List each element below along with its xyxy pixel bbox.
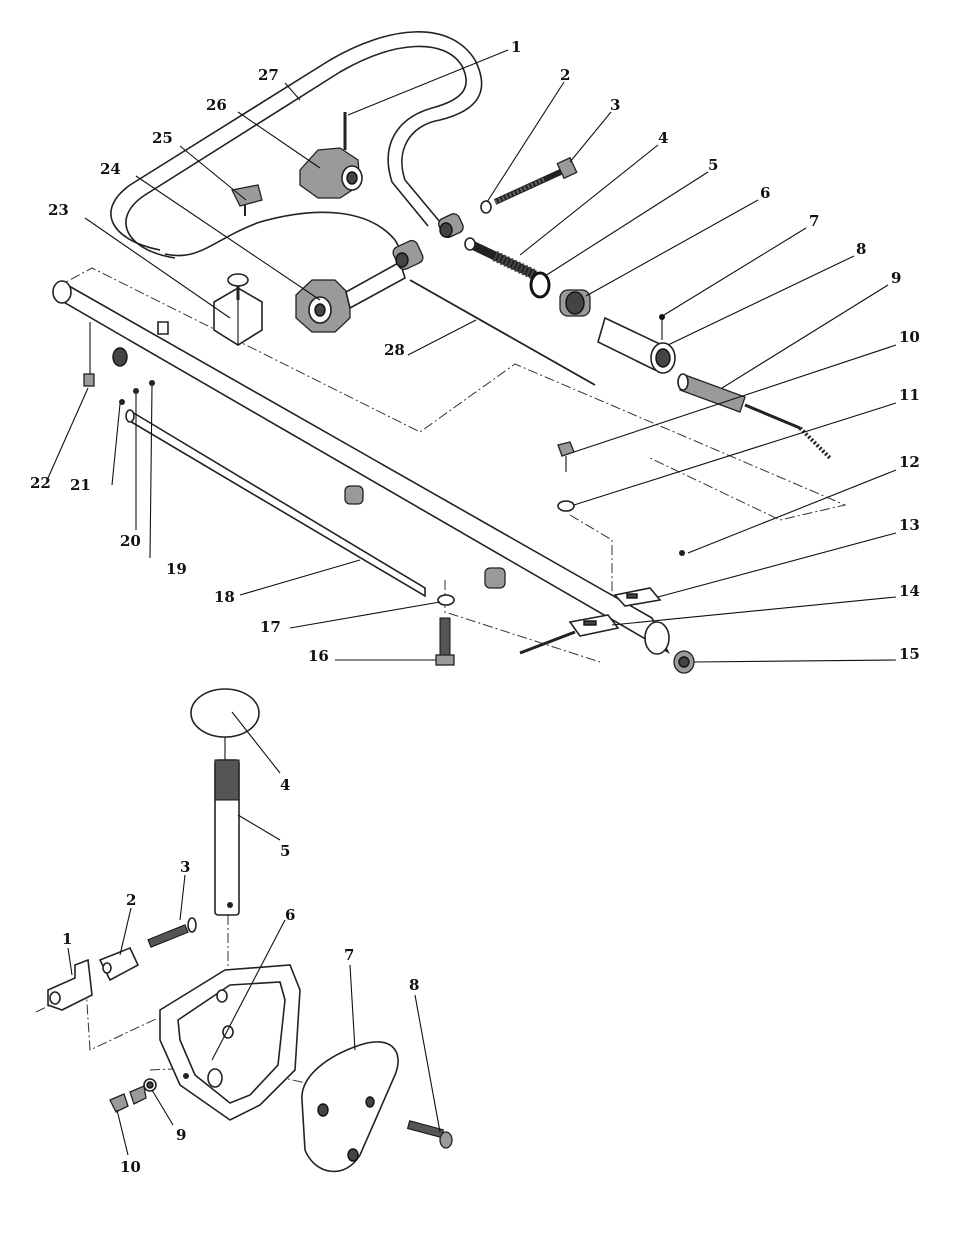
callout-top-28: 28 xyxy=(384,341,405,359)
callout-bottom-10: 10 xyxy=(120,1158,141,1176)
callout-top-17: 17 xyxy=(260,618,281,636)
part-24-star-knob xyxy=(296,262,405,332)
part-26-star-knob xyxy=(300,148,362,198)
callout-top-13: 13 xyxy=(899,516,920,534)
callout-top-3: 3 xyxy=(610,96,620,114)
callout-top-14: 14 xyxy=(899,582,920,600)
part-2-clamp xyxy=(100,948,138,980)
part-8-screw xyxy=(408,1121,452,1148)
callout-top-4: 4 xyxy=(658,129,668,147)
part-7-plate xyxy=(302,1042,398,1172)
part-22-screw xyxy=(84,322,94,386)
callout-bottom-1: 1 xyxy=(62,930,72,948)
callout-top-23: 23 xyxy=(48,201,69,219)
part-9-threaded-rod xyxy=(678,374,830,458)
part-19-pin xyxy=(149,380,155,386)
part-5-snap-ring xyxy=(531,273,549,297)
callout-top-12: 12 xyxy=(899,453,920,471)
part-17-washer xyxy=(438,595,454,605)
main-frame-tube xyxy=(53,281,669,654)
callout-bottom-5: 5 xyxy=(280,842,290,860)
part-3-bolt xyxy=(495,158,577,202)
part-6-seat-frame xyxy=(160,965,300,1120)
callout-top-22: 22 xyxy=(30,474,51,492)
callout-top-21: 21 xyxy=(70,476,91,494)
callout-bottom-7: 7 xyxy=(344,946,354,964)
callout-top-18: 18 xyxy=(214,588,235,606)
part-8-sleeve xyxy=(598,318,675,373)
callout-top-11: 11 xyxy=(899,386,920,404)
part-4-screw-shaft xyxy=(465,238,535,275)
part-12-pin xyxy=(679,550,685,556)
callout-top-15: 15 xyxy=(899,645,920,663)
part-2-collar xyxy=(437,212,465,239)
part-10-nut xyxy=(558,442,574,472)
bottom-assembly: 1 2 3 4 5 6 7 8 9 10 xyxy=(36,689,452,1176)
callout-top-25: 25 xyxy=(152,129,173,147)
callout-top-6: 6 xyxy=(760,184,770,202)
callout-top-27: 27 xyxy=(258,66,279,84)
part-2-ring xyxy=(481,201,491,213)
callout-top-24: 24 xyxy=(100,160,121,178)
top-assembly: 1 2 3 4 5 6 7 8 9 10 11 12 13 14 15 16 1… xyxy=(30,32,920,673)
callout-top-2: 2 xyxy=(560,66,570,84)
part-3-bolt xyxy=(148,918,196,947)
part-4-knob xyxy=(191,689,259,760)
part-5-shaft xyxy=(215,760,239,915)
part-23-seat-mechanism xyxy=(214,274,262,345)
part-16-bolt xyxy=(436,618,454,665)
part-20-pin xyxy=(133,388,139,394)
part-10-nut xyxy=(110,1086,146,1112)
callout-top-20: 20 xyxy=(120,532,141,550)
part-1-block xyxy=(48,960,92,1010)
callout-top-10: 10 xyxy=(899,328,920,346)
part-13-plate xyxy=(615,588,660,606)
part-14-plate xyxy=(520,615,618,653)
callout-bottom-3: 3 xyxy=(180,858,190,876)
callout-bottom-4: 4 xyxy=(280,776,290,794)
callout-top-19: 19 xyxy=(166,560,187,578)
part-9-washer xyxy=(144,1079,156,1091)
part-15-cap xyxy=(674,651,694,673)
callout-top-7: 7 xyxy=(809,212,819,230)
callout-top-9: 9 xyxy=(891,269,901,287)
callout-bottom-2: 2 xyxy=(126,891,136,909)
callout-top-1: 1 xyxy=(511,38,521,56)
part-6-bearing xyxy=(560,290,590,316)
part-11-washer xyxy=(558,501,574,511)
callout-bottom-9: 9 xyxy=(176,1126,186,1144)
callout-top-8: 8 xyxy=(856,240,866,258)
callout-top-16: 16 xyxy=(308,647,329,665)
callout-bottom-6: 6 xyxy=(285,906,295,924)
part-25-clip xyxy=(232,185,262,216)
part-7-pin xyxy=(659,314,665,340)
callout-bottom-8: 8 xyxy=(409,976,419,994)
callout-top-26: 26 xyxy=(206,96,227,114)
callout-top-5: 5 xyxy=(708,156,718,174)
